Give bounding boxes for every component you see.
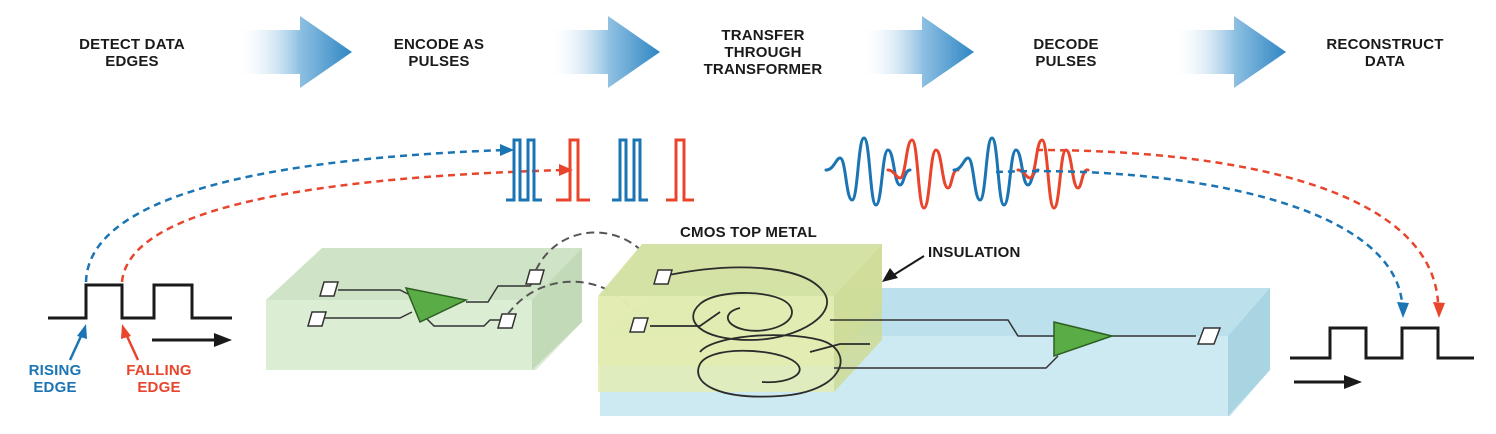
receiver-circuit <box>830 319 1196 369</box>
rising-edge-pointer <box>68 324 87 361</box>
rising-output-link <box>995 169 1404 303</box>
input-edge-links <box>84 148 566 283</box>
falling-decoded-2 <box>1016 138 1090 210</box>
rising-edge-link <box>84 148 506 283</box>
encoded-pulses <box>506 138 694 202</box>
falling-decoded-1 <box>886 138 960 210</box>
input-waveform <box>48 283 232 320</box>
falling-edge-pointer <box>121 324 140 361</box>
rising-decoded-1 <box>824 136 912 207</box>
process-arrow-4 <box>1172 16 1286 88</box>
step-detect-data-edges: DETECT DATA EDGES <box>79 36 185 70</box>
falling-edge-label: FALLING EDGE <box>126 362 192 396</box>
process-steps: DETECT DATA EDGES ENCODE AS PULSES TRANS… <box>0 0 1496 110</box>
output-direction-arrow <box>1294 375 1362 389</box>
output-edge-links <box>995 148 1440 303</box>
transmitter-amplifier <box>404 286 469 324</box>
process-arrows <box>236 16 1286 88</box>
step-encode-as-pulses: ENCODE AS PULSES <box>393 36 485 70</box>
falling-pulse-1 <box>556 138 590 202</box>
receiver-pads <box>629 269 1222 345</box>
step-decode-pulses: DECODE PULSES <box>1033 36 1099 70</box>
top-coil-lead <box>650 311 721 327</box>
bottom-coil-lead <box>809 343 870 353</box>
step-reconstruct-data: RECONSTRUCT DATA <box>1326 36 1444 70</box>
falling-pulse-2 <box>666 138 694 202</box>
cmos-top-metal-label: CMOS TOP METAL <box>680 224 817 241</box>
transmitter-pads <box>307 269 545 329</box>
falling-output-link <box>1035 148 1440 303</box>
bottom-coil <box>697 334 842 398</box>
top-coil <box>663 266 828 341</box>
rising-pulse-pair-1 <box>506 138 542 202</box>
input-direction-arrow <box>152 333 232 347</box>
rising-pulse-pair-2 <box>612 138 648 202</box>
process-arrow-3 <box>860 16 974 88</box>
step-transfer-through-transformer: TRANSFER THROUGH TRANSFORMER <box>703 27 823 78</box>
decoded-pulses <box>824 136 1090 210</box>
process-arrow-2 <box>548 16 660 88</box>
rising-edge-label: RISING EDGE <box>28 362 82 396</box>
insulation-label: INSULATION <box>928 244 1021 261</box>
receiver-amplifier <box>1053 321 1115 358</box>
insulation-pointer <box>882 255 925 282</box>
output-waveform <box>1290 326 1474 360</box>
transformer-coils <box>650 266 870 398</box>
cmos-top-metal-block <box>598 244 882 392</box>
process-arrow-1 <box>236 16 352 88</box>
falling-edge-link <box>120 168 566 283</box>
